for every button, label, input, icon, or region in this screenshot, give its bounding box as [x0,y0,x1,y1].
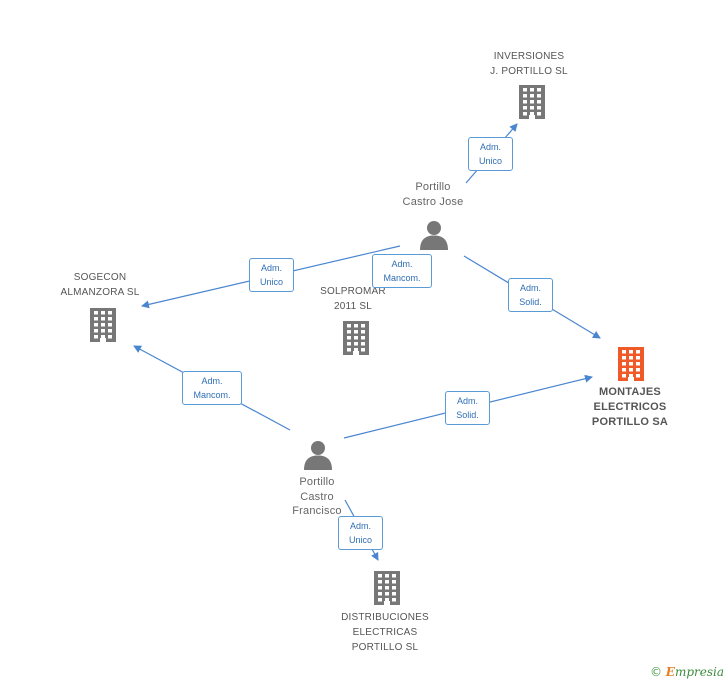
node-label-montajes[interactable]: MONTAJES ELECTRICOS PORTILLO SA [591,386,669,428]
person-icon[interactable] [303,440,333,475]
node-label-inversiones[interactable]: INVERSIONES J. PORTILLO SL [490,51,568,77]
node-label-jose[interactable]: Portillo Castro Jose [402,181,464,208]
logo-initial: E [665,665,675,679]
edge-label-jose-inversiones: Adm. Unico [468,137,513,171]
building-icon[interactable] [87,308,119,347]
node-label-francisco[interactable]: Portillo Castro Francisco [292,476,342,517]
edge-label-francisco-sogecon: Adm. Mancom. [182,371,242,405]
edge-label-francisco-distribuciones: Adm. Unico [338,516,383,550]
node-label-sogecon[interactable]: SOGECON ALMANZORA SL [60,272,140,298]
edge-label-jose-solpromar: Adm. Mancom. [372,254,432,288]
logo-text: mpresia [674,665,724,679]
edge-label-jose-montajes: Adm. Solid. [508,278,553,312]
building-icon[interactable] [371,571,403,610]
node-label-solpromar[interactable]: SOLPROMAR 2011 SL [320,286,386,312]
building-icon[interactable] [340,321,372,360]
edge-label-francisco-montajes: Adm. Solid. [445,391,490,425]
copyright-symbol: © [649,665,662,679]
person-icon[interactable] [419,220,449,255]
building-icon[interactable] [615,347,647,386]
building-icon[interactable] [516,85,548,124]
node-label-distribuciones[interactable]: DISTRIBUCIONES ELECTRICAS PORTILLO SL [341,612,429,653]
edge-label-jose-sogecon: Adm. Unico [249,258,294,292]
empresia-logo[interactable]: © Empresia [650,665,724,679]
